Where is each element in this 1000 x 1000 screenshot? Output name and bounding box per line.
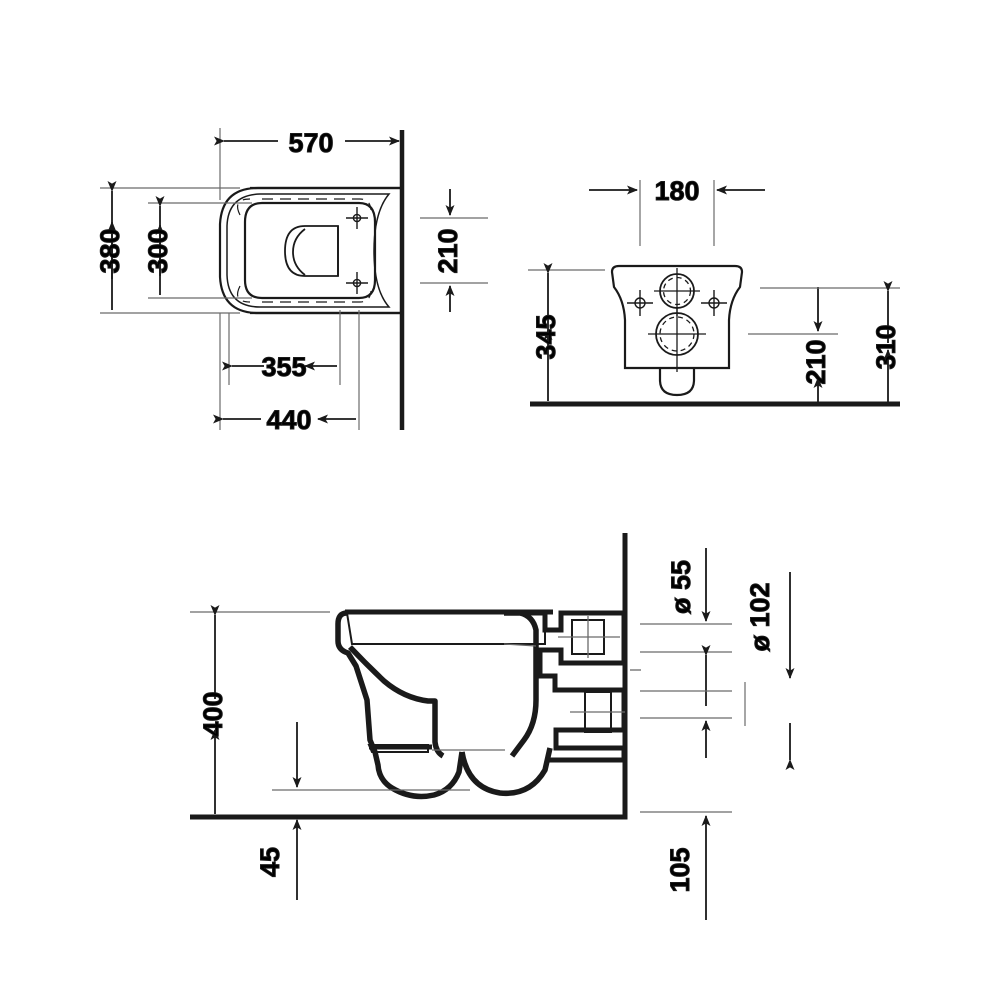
- dim-210-rear: [748, 287, 838, 402]
- plan-fixing-hole-lower: [346, 272, 368, 294]
- dim-o102-label: ø 102: [745, 582, 775, 651]
- side-inner-line-a: [503, 643, 537, 647]
- side-inlet-socket: [558, 616, 620, 658]
- dim-345: [528, 263, 605, 401]
- rear-outlet-spigot: [658, 368, 696, 397]
- dim-180-label: 180: [654, 176, 699, 206]
- dim-180: [589, 180, 765, 246]
- dim-570-label: 570: [288, 128, 333, 158]
- side-rim-slab: [345, 612, 546, 645]
- side-body-outline: [335, 610, 465, 800]
- side-outlet-socket: [570, 691, 625, 733]
- side-bowl-inner-wall: [347, 645, 445, 759]
- dim-o102: [640, 572, 795, 770]
- plan-view: 570 380 300 210: [95, 128, 488, 436]
- dim-380-label: 380: [95, 228, 125, 273]
- side-view: 400 45 ø 55 ø 102: [190, 533, 795, 920]
- dim-210-plan-label: 210: [433, 228, 463, 273]
- dim-300-label: 300: [143, 228, 173, 273]
- rear-outlet-circle: [648, 307, 706, 372]
- side-trap-outer: [459, 747, 553, 797]
- dim-105-label: 105: [665, 847, 695, 892]
- side-rear-block: [530, 610, 627, 763]
- dim-355-label: 355: [261, 352, 306, 382]
- plan-outer-rim: [218, 186, 402, 315]
- dim-45: [272, 722, 470, 900]
- side-trapway: [504, 610, 539, 758]
- dim-400: [190, 605, 330, 814]
- dim-o55-label: ø 55: [666, 560, 696, 614]
- plan-bowl-opening: [243, 201, 377, 300]
- dim-380: [100, 181, 240, 314]
- dim-300: [148, 196, 252, 299]
- dim-45-label: 45: [255, 847, 285, 877]
- dim-210-plan: [420, 189, 488, 312]
- rear-fixing-hole-left: [627, 290, 653, 316]
- plan-fixing-hole-upper: [346, 207, 368, 229]
- plan-flush-inner-crescent: [292, 228, 306, 276]
- dim-400-label: 400: [198, 691, 228, 736]
- dim-355: [222, 310, 341, 385]
- plan-rim-dashes: [237, 198, 372, 303]
- dim-210-rear-label: 210: [801, 339, 831, 384]
- dim-105: [640, 811, 732, 920]
- rear-body-outline: [610, 264, 744, 370]
- dim-440-label: 440: [266, 405, 311, 435]
- dim-310-label: 310: [871, 324, 901, 369]
- plan-flush-opening: [284, 225, 339, 277]
- plan-rim-inner-contour: [226, 193, 391, 308]
- dim-o55: [640, 548, 732, 706]
- rear-fixing-hole-right: [701, 290, 727, 316]
- dim-345-label: 345: [531, 314, 561, 359]
- rear-view: 180 345 210 310: [528, 176, 902, 407]
- side-floor-and-wall-line: [190, 533, 628, 820]
- dim-310: [760, 281, 900, 402]
- dim-440: [213, 310, 360, 430]
